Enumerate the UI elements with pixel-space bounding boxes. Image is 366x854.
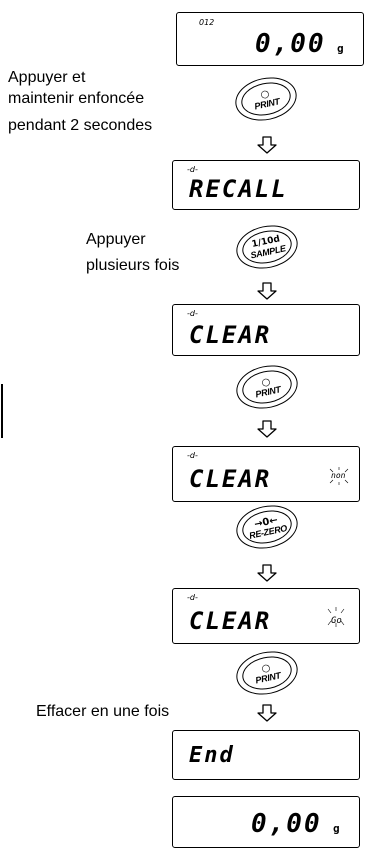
display-final: 0,00 g bbox=[172, 796, 360, 848]
blink-rays-icon bbox=[329, 467, 349, 485]
caption-press-hold-line-3: pendant 2 secondes bbox=[8, 117, 153, 134]
display-small-text: -d- bbox=[187, 593, 198, 602]
display-main-text: RECALL bbox=[189, 175, 288, 203]
display-small-text: 012 bbox=[199, 18, 215, 27]
display-main-text: End bbox=[189, 743, 235, 768]
down-arrow-icon bbox=[257, 282, 277, 300]
display-indicator: Go bbox=[331, 616, 342, 626]
print-key[interactable]: ○ PRINT bbox=[232, 360, 302, 414]
down-arrow-icon bbox=[257, 704, 277, 722]
display-main-text: CLEAR bbox=[189, 321, 272, 349]
display-small-text: -d- bbox=[187, 451, 198, 460]
display-main-text: 0,00 bbox=[255, 29, 326, 59]
down-arrow-icon bbox=[257, 564, 277, 582]
caption-press-multiple-line-1: Appuyer bbox=[86, 231, 146, 248]
caption-clear-once: Effacer en une fois bbox=[36, 703, 170, 720]
print-key[interactable]: ○ PRINT bbox=[232, 646, 302, 700]
display-main-text: CLEAR bbox=[189, 465, 272, 493]
display-main-text: 0,00 bbox=[251, 809, 322, 839]
display-clear: -d- CLEAR bbox=[172, 304, 360, 356]
display-small-text: -d- bbox=[187, 309, 198, 318]
display-end: End bbox=[172, 730, 360, 780]
rezero-key[interactable]: →0← RE-ZERO bbox=[232, 500, 302, 554]
caption-press-hold-line-2: maintenir enfoncée bbox=[8, 90, 145, 107]
display-small-text: -d- bbox=[187, 165, 198, 174]
display-recall: -d- RECALL bbox=[172, 160, 360, 210]
display-unit: g bbox=[333, 822, 340, 835]
display-clear-non: -d- CLEAR non bbox=[172, 446, 360, 502]
down-arrow-icon bbox=[257, 136, 277, 154]
sample-key[interactable]: 1/10d SAMPLE bbox=[232, 220, 302, 274]
caption-press-hold-line-1: Appuyer et bbox=[8, 69, 86, 86]
display-clear-go: -d- CLEAR Go bbox=[172, 588, 360, 644]
down-arrow-icon bbox=[257, 420, 277, 438]
print-key[interactable]: ○ PRINT bbox=[231, 72, 301, 126]
display-indicator: non bbox=[331, 471, 346, 480]
display-initial: 012 0,00 g bbox=[176, 12, 364, 66]
blink-rays-icon bbox=[327, 607, 345, 627]
margin-marker bbox=[1, 384, 3, 438]
caption-press-multiple-line-2: plusieurs fois bbox=[86, 257, 180, 274]
display-unit: g bbox=[337, 42, 344, 55]
display-main-text: CLEAR bbox=[189, 607, 272, 635]
